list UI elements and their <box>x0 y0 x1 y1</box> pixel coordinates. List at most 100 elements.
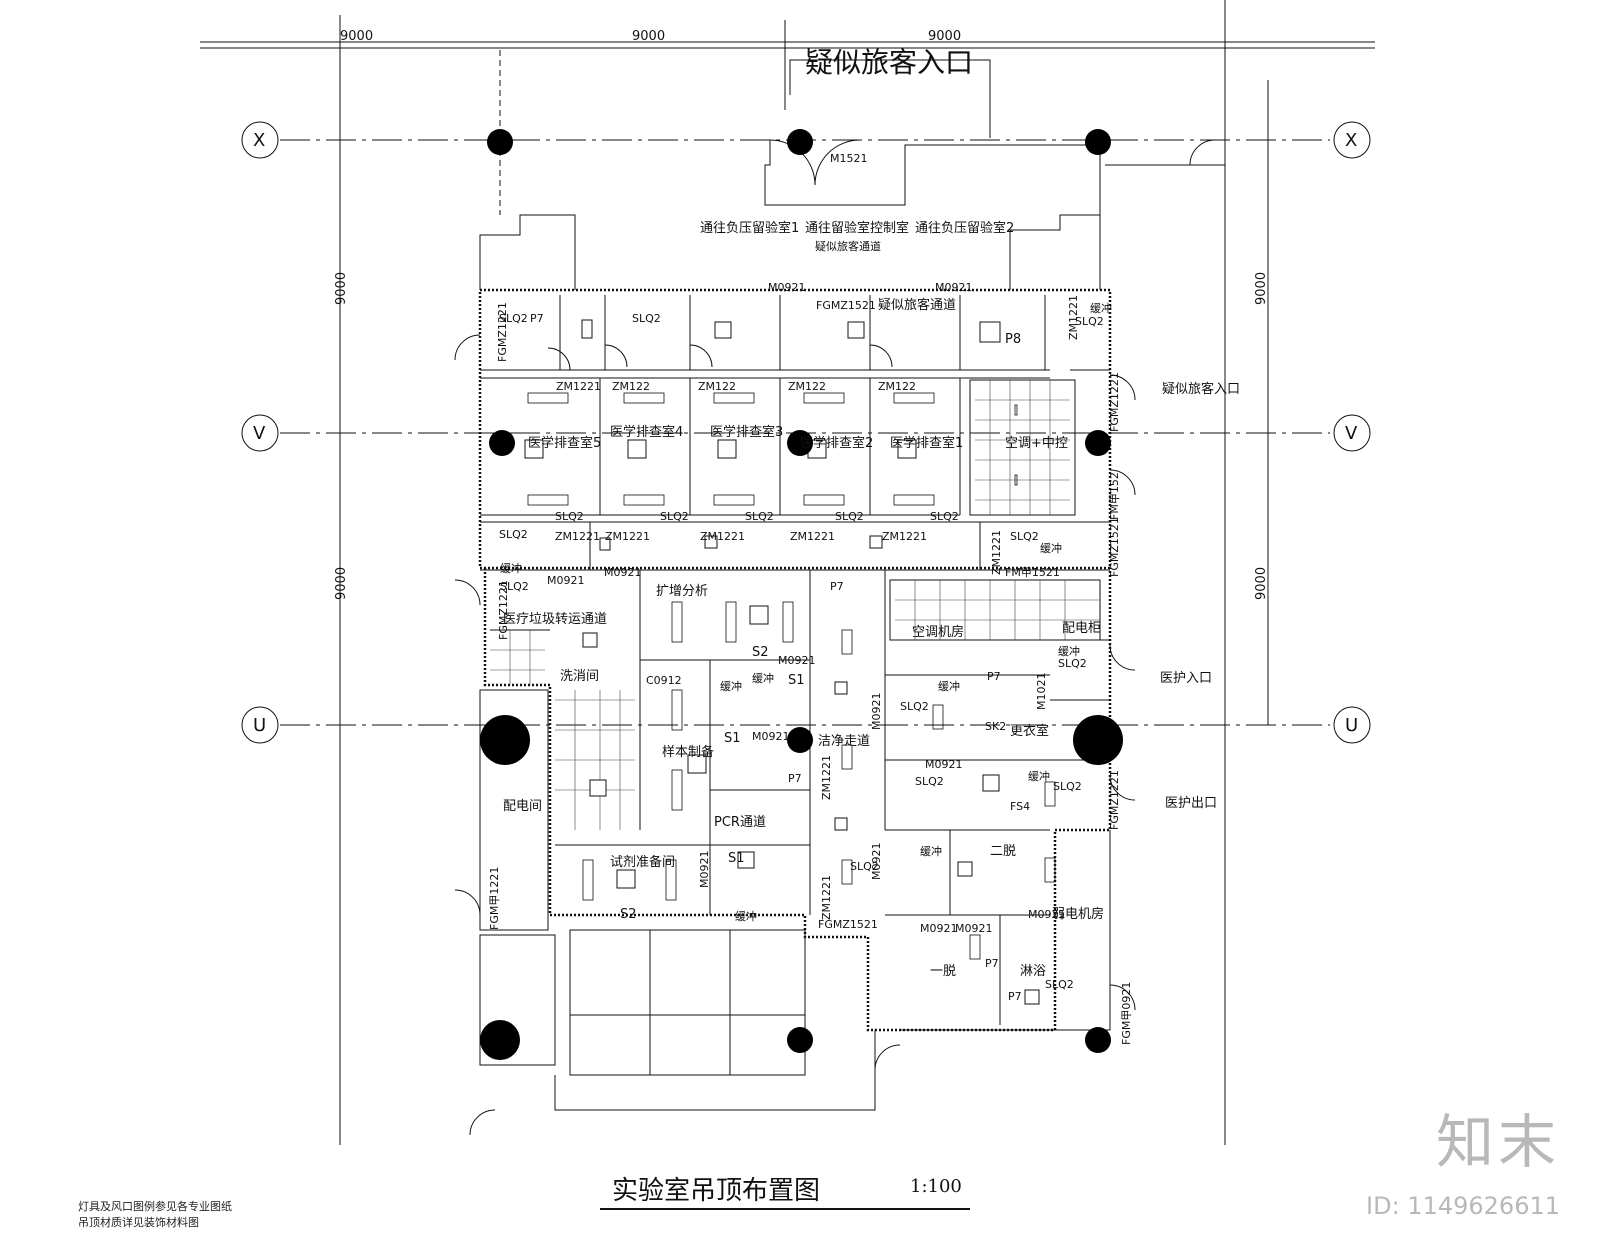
room-label: 洁净走道 <box>818 734 870 749</box>
axis-bubble-u-right <box>1333 706 1371 744</box>
device-tag: SLQ2 <box>900 700 929 713</box>
entrance-wall <box>789 59 991 138</box>
axis-bubble-v-left <box>241 414 279 452</box>
title-underline <box>600 1208 970 1210</box>
room-label: 配电柜 <box>1062 621 1101 636</box>
room-label: 医学排查室2 <box>800 435 873 451</box>
door-tag: ZM1221 <box>1067 295 1080 340</box>
drawing-scale: 1:100 <box>910 1176 962 1197</box>
ceiling-light-icon <box>524 439 544 459</box>
door-tag: FM甲1521 <box>1005 566 1060 579</box>
device-tag: S1 <box>724 731 741 746</box>
room-label: 医疗垃圾转运通道 <box>503 612 607 627</box>
device-tag: SLQ2 <box>1075 315 1104 328</box>
dimension-label: 9000 <box>340 29 373 44</box>
device-tag: P7 <box>830 580 844 593</box>
door-tag: FGMZ1221 <box>497 580 510 640</box>
device-tag: S1 <box>728 851 745 866</box>
room-label: 通往留验室控制室 <box>805 220 909 236</box>
room-label: 空调+中控 <box>1005 436 1068 451</box>
device-tag: SLQ2 <box>1045 978 1074 991</box>
drawing-note: 灯具及风口图例参见各专业图纸 <box>78 1200 232 1213</box>
door-tag: M0921 <box>778 654 816 667</box>
room-label: 空调机房 <box>912 624 964 640</box>
room-label: 缓冲 <box>720 679 742 693</box>
structural-columns <box>480 129 1123 1060</box>
device-tag: SLQ2 <box>1053 780 1082 793</box>
door-tag: FGMZ1521 <box>1108 517 1121 577</box>
room-label: 医学排查室3 <box>710 424 783 440</box>
room-label: 通往负压留验室1 <box>700 220 799 236</box>
dimension-label: 9000 <box>632 29 665 44</box>
dimension-label: 9000 <box>1254 272 1269 305</box>
door-tag: FGMZ1521 <box>816 299 876 312</box>
device-tag: SLQ2 <box>835 510 864 523</box>
axis-label: X <box>1345 130 1357 151</box>
room-label: 缓冲 <box>500 561 522 575</box>
room-label: 医护入口 <box>1160 671 1212 686</box>
axis-label: X <box>253 130 265 151</box>
device-tag: SLQ2 <box>915 775 944 788</box>
door-tag: ZM1221 <box>820 875 833 920</box>
door-tag: FGMZ1521 <box>818 918 878 931</box>
device-tag: P7 <box>1008 990 1022 1003</box>
axis-bubble-v-right <box>1333 414 1371 452</box>
drawing-note: 吊顶材质详见装饰材料图 <box>78 1216 199 1229</box>
door-tag: ZM1221 <box>605 530 650 543</box>
room-label: PCR通道 <box>714 815 766 830</box>
door-tag: ZM122 <box>612 380 650 393</box>
room-label: 缓冲 <box>1058 644 1080 658</box>
device-tag: FS4 <box>1010 800 1030 813</box>
room-label: 疑似旅客入口 <box>1162 381 1240 397</box>
door-tag: FGM甲0921 <box>1120 982 1133 1045</box>
door-tag: M0921 <box>870 693 883 731</box>
device-tag: SLQ2 <box>850 860 879 873</box>
door-tag: M0921 <box>698 851 711 889</box>
door-tag: M0921 <box>870 843 883 881</box>
room-label: 通往负压留验室2 <box>915 220 1014 236</box>
door-tag: M0921 <box>955 922 993 935</box>
device-tag: SLQ2 <box>499 528 528 541</box>
door-tag: M0921 <box>768 281 806 294</box>
room-label: 医护出口 <box>1165 796 1217 811</box>
room-label: 一脱 <box>930 964 956 979</box>
door-tag: C0912 <box>646 674 682 687</box>
room-label: 疑似旅客通道 <box>815 239 881 253</box>
room-label: 淋浴 <box>1020 964 1046 979</box>
door-tag: FGMZ1221 <box>496 302 509 362</box>
axis-bubble-x-left <box>241 121 279 159</box>
watermark-id: ID: 1149626611 <box>1366 1192 1560 1220</box>
room-label: 缓冲 <box>938 679 960 693</box>
drawing-title: 实验室吊顶布置图 <box>612 1176 821 1206</box>
device-tag: SLQ2 <box>1058 657 1087 670</box>
room-label: 缓冲 <box>1090 301 1112 315</box>
door-tag: ZM1221 <box>820 755 833 800</box>
device-tag: S2 <box>620 907 637 922</box>
device-tag: SLQ2 <box>632 312 661 325</box>
top-entrance-label: 疑似旅客入口 <box>805 46 973 79</box>
room-label: 缓冲 <box>1028 769 1050 783</box>
door-tag: M0921 <box>935 281 973 294</box>
linear-light-icon <box>527 392 569 404</box>
door-tag: FM甲152 <box>1108 472 1121 520</box>
door-tag: M0921 <box>1028 908 1066 921</box>
lab-boundary-south <box>483 568 1112 1032</box>
room-label: 更衣室 <box>1010 723 1049 739</box>
door-tag: ZM122 <box>788 380 826 393</box>
axis-label: V <box>1345 423 1358 444</box>
door-tag: ZM1221 <box>555 530 600 543</box>
door-swing <box>454 334 481 361</box>
device-tag: S1 <box>788 673 805 688</box>
device-tag: SLQ2 <box>555 510 584 523</box>
room-label: 配电间 <box>503 799 542 814</box>
axis-label: U <box>253 715 266 736</box>
door-tag: ZM1221 <box>556 380 601 393</box>
device-tag: SLQ2 <box>660 510 689 523</box>
axis-bubble-x-right <box>1333 121 1371 159</box>
room-label: 扩增分析 <box>656 584 708 599</box>
door-tag: M0921 <box>752 730 790 743</box>
door-tag: ZM1221 <box>790 530 835 543</box>
door-tag: ZM1221 <box>700 530 745 543</box>
room-label: 缓冲 <box>920 844 942 858</box>
